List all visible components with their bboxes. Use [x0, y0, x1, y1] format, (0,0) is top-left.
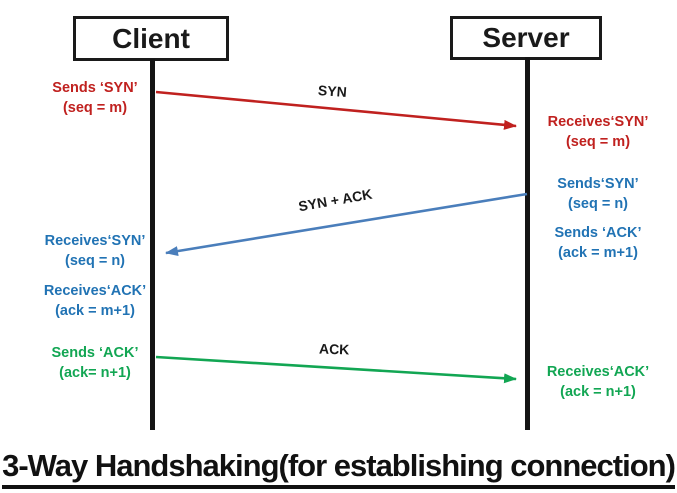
note-line: (ack = m+1) — [55, 303, 135, 319]
note-line: (seq = n) — [64, 253, 126, 269]
note-line: Sends‘SYN’ — [557, 176, 639, 192]
synack-message-label: SYN + ACK — [297, 185, 374, 215]
server-note-sends-syn: Sends‘SYN’ (seq = n) — [533, 174, 663, 214]
server-lifeline — [525, 57, 530, 430]
server-node-label: Server — [482, 22, 570, 53]
server-note-sends-ack: Sends ‘ACK’ (ack = m+1) — [533, 223, 663, 263]
client-note-receives-ack: Receives‘ACK’ (ack = m+1) — [25, 281, 165, 321]
client-note-sends-syn: Sends ‘SYN’ (seq = m) — [25, 78, 165, 118]
note-line: Receives‘ACK’ — [546, 364, 650, 380]
client-lifeline — [150, 59, 155, 430]
note-line: Receives‘ACK’ — [43, 283, 147, 299]
client-node-box: Client — [73, 16, 229, 61]
note-line: (seq = m) — [62, 100, 128, 116]
ack-message-label: ACK — [318, 340, 350, 358]
ack-arrow — [155, 355, 517, 384]
note-line: (seq = m) — [565, 134, 631, 150]
note-line: (ack= n+1) — [59, 365, 131, 381]
note-line: Receives‘SYN’ — [44, 233, 146, 249]
note-line: Receives‘SYN’ — [547, 114, 649, 130]
diagram-title-row: 3-Way Handshaking(for establishing conne… — [0, 448, 677, 489]
server-note-receives-ack: Receives‘ACK’ (ack = n+1) — [533, 362, 663, 402]
note-line: Sends ‘ACK’ — [51, 345, 139, 361]
server-note-receives-syn: Receives‘SYN’ (seq = m) — [533, 112, 663, 152]
syn-message-label: SYN — [317, 82, 348, 100]
note-line: (seq = n) — [567, 196, 629, 212]
note-line: (ack = n+1) — [560, 384, 636, 400]
client-node-label: Client — [112, 22, 190, 54]
note-line: Sends ‘ACK’ — [554, 225, 642, 241]
client-note-sends-ack: Sends ‘ACK’ (ack= n+1) — [25, 343, 165, 383]
server-node-box: Server — [450, 16, 602, 60]
client-note-receives-syn: Receives‘SYN’ (seq = n) — [25, 231, 165, 271]
note-line: (ack = m+1) — [558, 245, 638, 261]
diagram-title: 3-Way Handshaking(for establishing conne… — [2, 448, 676, 489]
note-line: Sends ‘SYN’ — [52, 80, 138, 96]
